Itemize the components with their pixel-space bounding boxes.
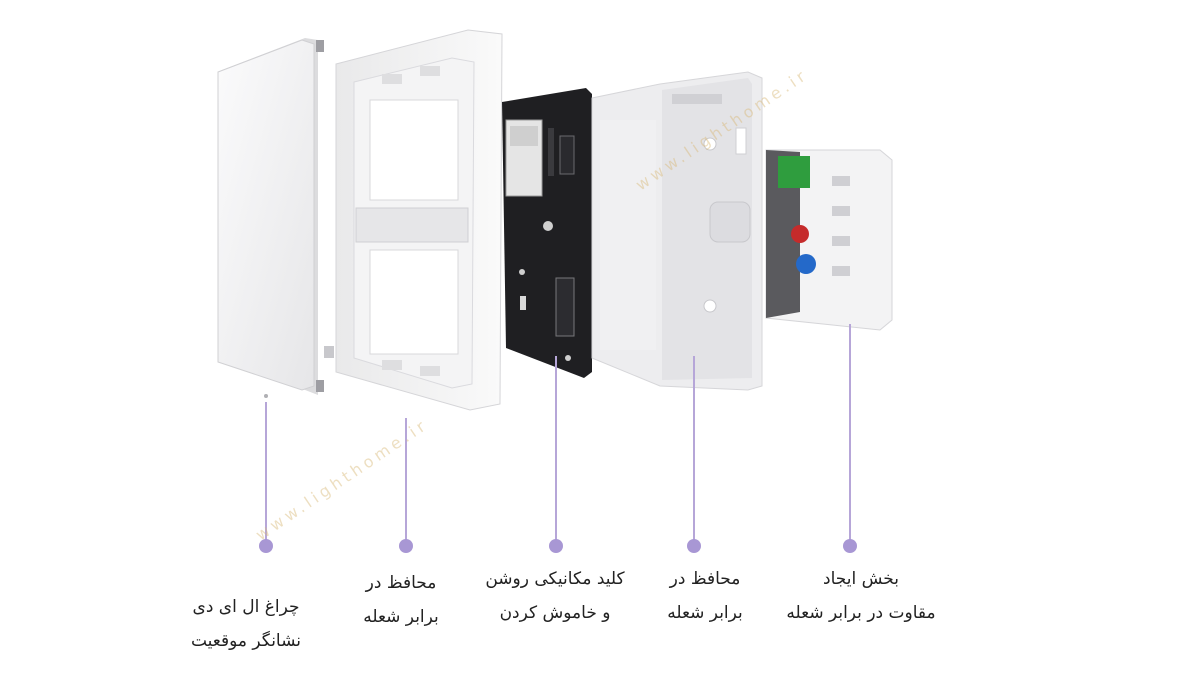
dot-resist: [843, 539, 857, 553]
label-resist-line2: مقاوت در برابر شعله: [776, 596, 946, 630]
label-led: چراغ ال ای دی نشانگر موقعیت: [176, 590, 316, 658]
dot-frame: [399, 539, 413, 553]
rear-module: [766, 150, 892, 330]
leader-dots: [259, 539, 857, 553]
label-back-line1: محافظ در: [650, 562, 760, 596]
label-frame-line1: محافظ در: [346, 566, 456, 600]
label-back: محافظ در برابر شعله: [650, 562, 760, 630]
circuit-board: [502, 88, 592, 378]
label-led-line1: چراغ ال ای دی: [176, 590, 316, 624]
label-led-line2: نشانگر موقعیت: [176, 624, 316, 658]
frame-bezel: [324, 30, 502, 410]
label-key-line2: و خاموش کردن: [470, 596, 640, 630]
label-frame-line2: برابر شعله: [346, 600, 456, 634]
label-key-line1: کلید مکانیکی روشن: [470, 562, 640, 596]
label-key: کلید مکانیکی روشن و خاموش کردن: [470, 562, 640, 630]
dot-key: [549, 539, 563, 553]
front-cover-plate: [218, 38, 324, 398]
label-resist: بخش ایجاد مقاوت در برابر شعله: [776, 562, 946, 630]
label-back-line2: برابر شعله: [650, 596, 760, 630]
label-frame: محافظ در برابر شعله: [346, 566, 456, 634]
dot-back: [687, 539, 701, 553]
label-resist-line1: بخش ایجاد: [776, 562, 946, 596]
